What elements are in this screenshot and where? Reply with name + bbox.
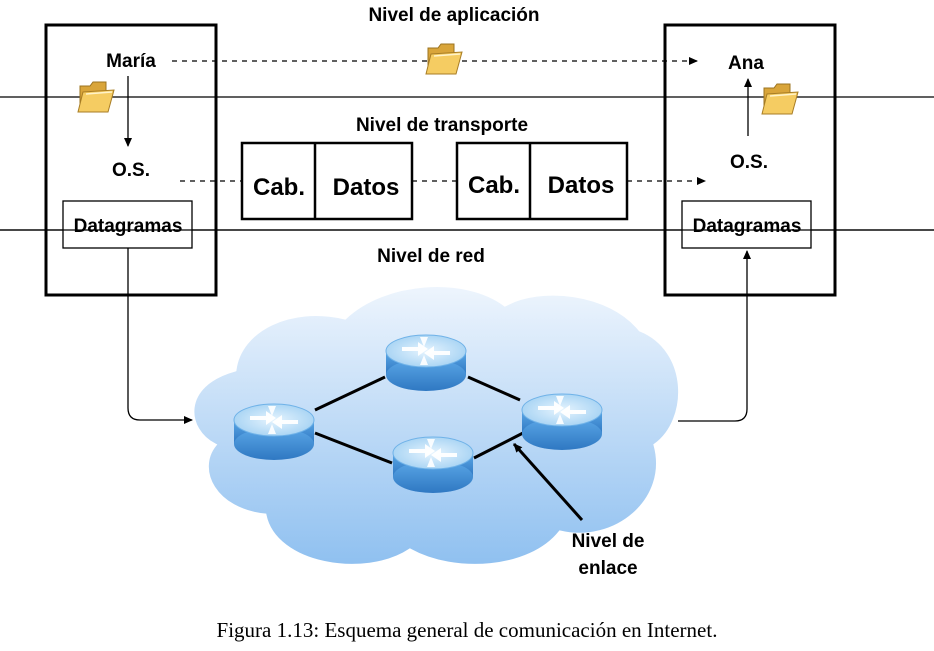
network-to-datagrams-arrow xyxy=(678,250,751,422)
folder-icon-right xyxy=(761,83,799,115)
datagrams-label-left: Datagramas xyxy=(74,216,183,237)
link-level-label-line2: enlace xyxy=(578,558,637,579)
router-icon-right xyxy=(521,393,603,451)
host-right-box xyxy=(663,23,837,297)
network-cloud xyxy=(191,284,682,567)
segment-1-data-label: Datos xyxy=(333,174,400,201)
os-label-left: O.S. xyxy=(112,160,150,181)
segment-1-header-label: Cab. xyxy=(253,174,305,201)
datagrams-label-right: Datagramas xyxy=(693,216,802,237)
segment-packet-2 xyxy=(455,141,629,221)
network-level-label: Nivel de red xyxy=(377,246,485,267)
router-icon-left xyxy=(233,403,315,461)
link-level-arrow xyxy=(512,442,584,522)
link-level-label-line1: Nivel de xyxy=(572,531,645,552)
folder-icon-middle xyxy=(425,43,463,75)
segment-2-header-label: Cab. xyxy=(468,172,520,199)
figure-caption: Figura 1.13: Esquema general de comunica… xyxy=(216,618,718,642)
router-icon-top xyxy=(385,334,467,392)
transport-level-label: Nivel de transporte xyxy=(356,115,528,136)
datagrams-box-right xyxy=(681,200,812,249)
router-icon-bottom xyxy=(392,436,474,494)
sender-label: María xyxy=(106,51,156,72)
segment-2-data-label: Datos xyxy=(548,172,615,199)
host-left-box xyxy=(44,23,218,297)
datagrams-to-network-arrow xyxy=(127,248,193,424)
application-level-label: Nivel de aplicación xyxy=(368,5,539,26)
datagrams-box-left xyxy=(62,200,193,249)
folder-icon-left xyxy=(77,81,115,113)
receiver-label: Ana xyxy=(728,53,764,74)
router-links xyxy=(314,375,524,465)
os-label-right: O.S. xyxy=(730,152,768,173)
